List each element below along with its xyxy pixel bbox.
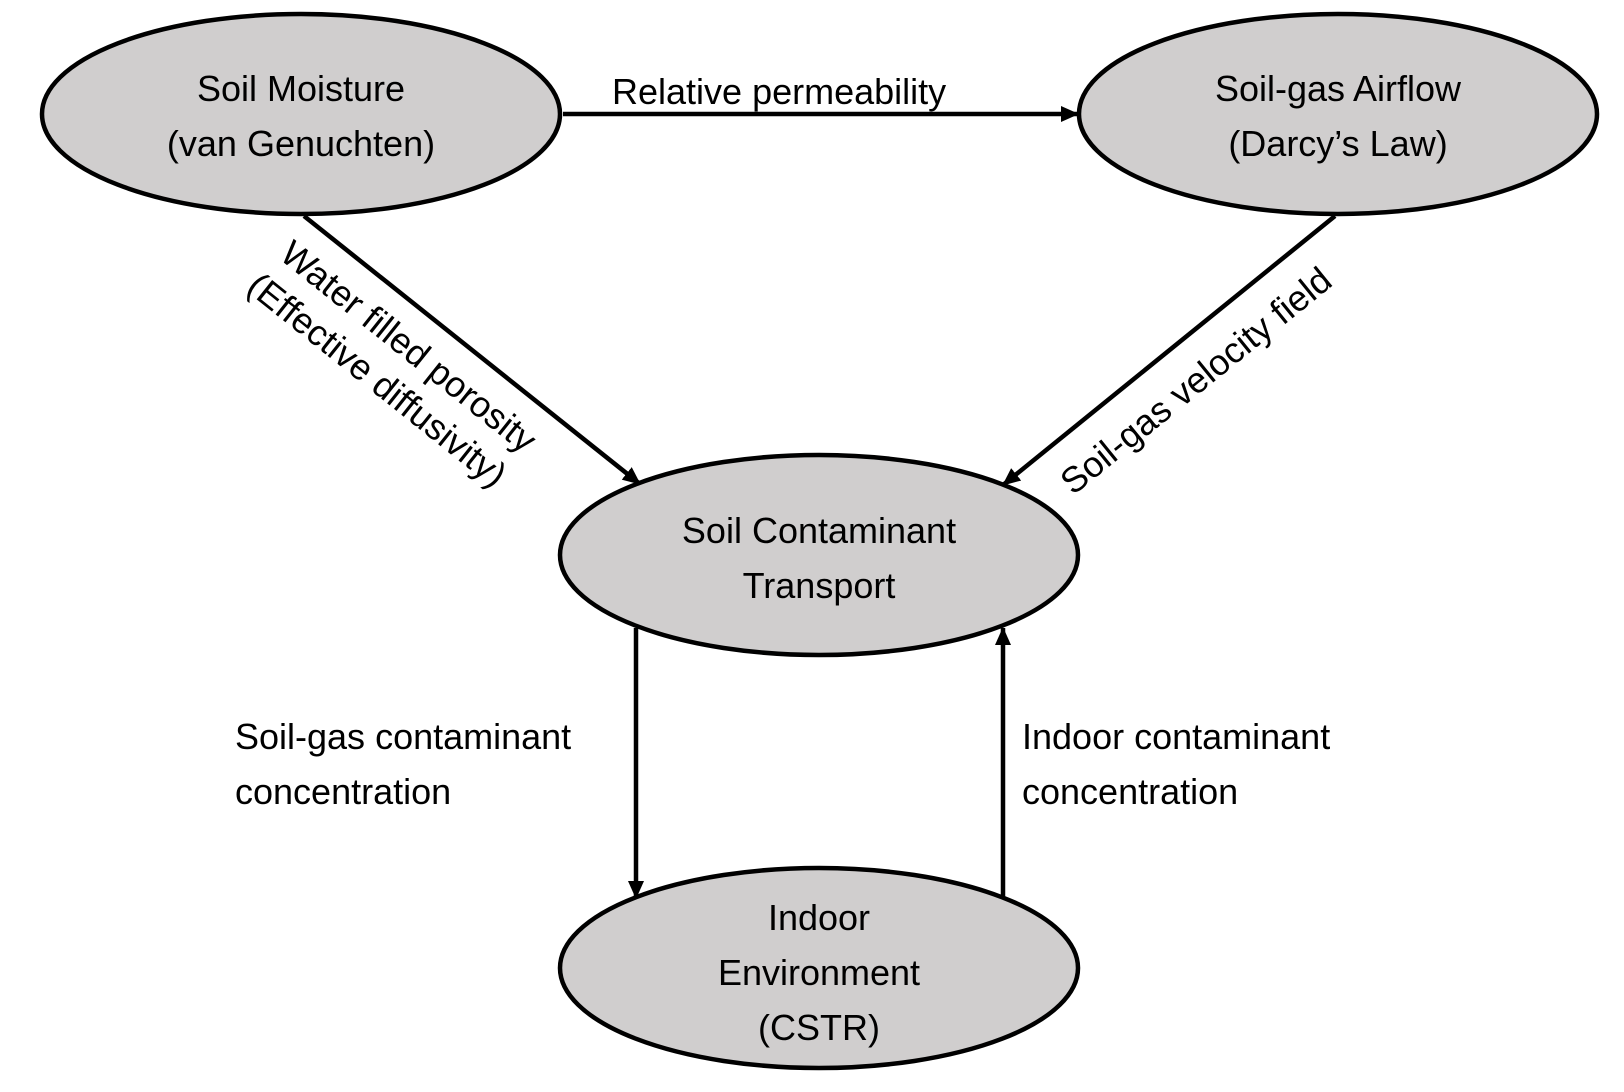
- edge-indoor-concentration: Indoor contaminant concentration: [995, 627, 1330, 898]
- node-indoor-environment-subtitle: Environment: [718, 952, 920, 993]
- node-soil-gas-airflow-title: Soil-gas Airflow: [1215, 68, 1462, 109]
- label-soil-gas-concentration-line2: concentration: [235, 771, 451, 812]
- node-indoor-environment-shape: [557, 865, 1081, 1071]
- node-soil-gas-airflow-shape: [1076, 11, 1600, 217]
- node-soil-moisture-shape: [39, 11, 563, 217]
- node-soil-moisture-subtitle: (van Genuchten): [167, 123, 435, 164]
- node-soil-contaminant-transport-subtitle: Transport: [743, 565, 896, 606]
- edge-relative-permeability: Relative permeability: [563, 71, 1079, 122]
- edge-water-filled-porosity: Water filled porosity (Effective diffusi…: [240, 214, 642, 495]
- edge-soil-gas-velocity: Soil-gas velocity field: [1001, 214, 1339, 502]
- label-relative-permeability: Relative permeability: [612, 71, 946, 112]
- label-soil-gas-velocity: Soil-gas velocity field: [1052, 259, 1339, 502]
- node-indoor-environment: Indoor Environment (CSTR): [557, 865, 1081, 1071]
- node-soil-moisture: Soil Moisture (van Genuchten): [39, 11, 563, 217]
- node-soil-contaminant-transport-shape: [557, 452, 1081, 658]
- label-indoor-concentration-line1: Indoor contaminant: [1022, 716, 1330, 757]
- node-soil-gas-airflow: Soil-gas Airflow (Darcy’s Law): [1076, 11, 1600, 217]
- node-indoor-environment-model: (CSTR): [758, 1007, 880, 1048]
- node-soil-contaminant-transport-title: Soil Contaminant: [682, 510, 956, 551]
- arrow-soil-gas-velocity: [1001, 214, 1337, 487]
- node-indoor-environment-title: Indoor: [768, 897, 870, 938]
- node-soil-contaminant-transport: Soil Contaminant Transport: [557, 452, 1081, 658]
- label-indoor-concentration-line2: concentration: [1022, 771, 1238, 812]
- edge-soil-gas-concentration: Soil-gas contaminant concentration: [235, 628, 644, 899]
- node-soil-gas-airflow-subtitle: (Darcy’s Law): [1228, 123, 1447, 164]
- node-soil-moisture-title: Soil Moisture: [197, 68, 405, 109]
- arrow-water-filled-porosity: [302, 214, 642, 486]
- label-soil-gas-concentration-line1: Soil-gas contaminant: [235, 716, 571, 757]
